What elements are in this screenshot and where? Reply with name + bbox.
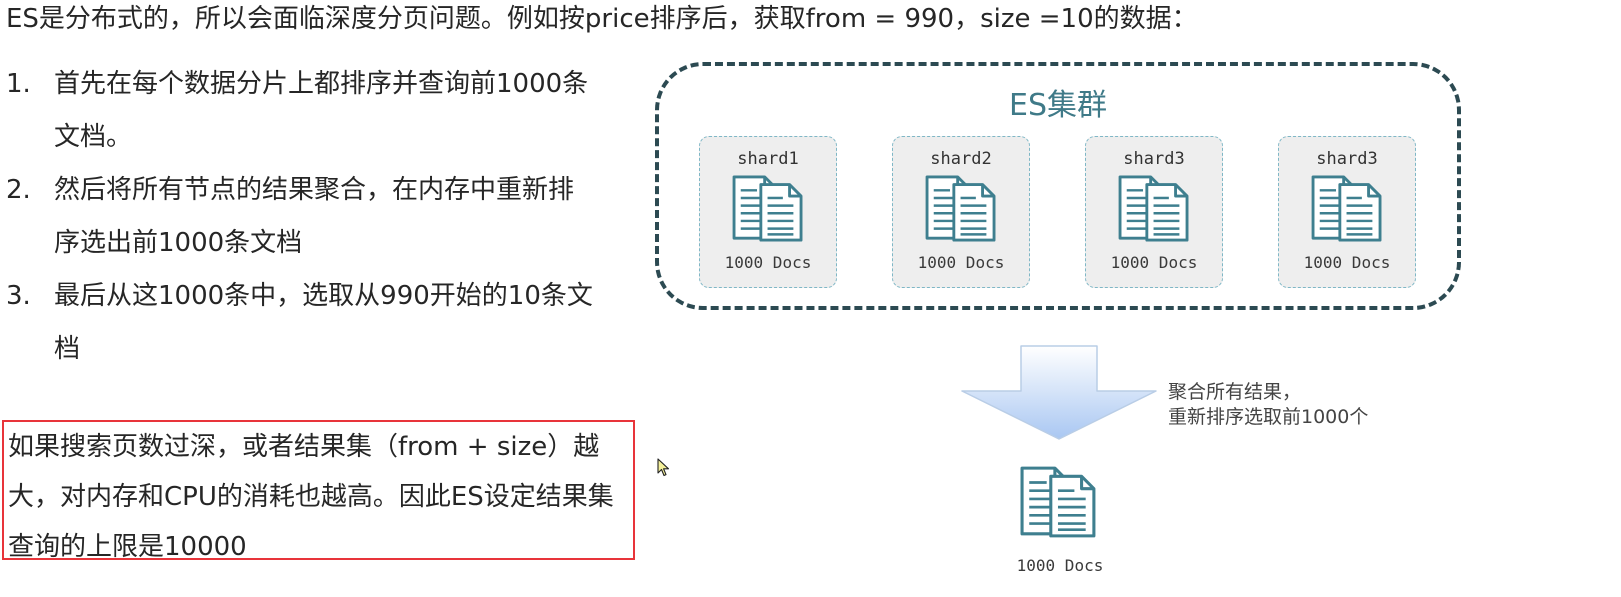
shard-card: shard3 1000 Docs [1278,136,1416,288]
shard-doc-count: 1000 Docs [724,253,812,272]
shard-name: shard3 [1123,149,1185,169]
documents-icon [1118,175,1191,242]
shard-card: shard1 1000 Docs [699,136,837,288]
shard-doc-count: 1000 Docs [1110,253,1198,272]
documents-icon [1020,466,1098,538]
shard-name: shard3 [1316,149,1378,169]
shard-name: shard1 [737,149,799,169]
step-item-2: 2. 然后将所有节点的结果聚合，在内存中重新排序选出前1000条文档 [6,164,616,270]
step-number: 1. [6,69,31,99]
step-text: 最后从这1000条中，选取从990开始的10条文档 [54,281,593,364]
es-cluster: ES集群 shard1 1000 Docs shard2 1000 Docs s… [655,62,1461,310]
shard-name: shard2 [930,149,992,169]
documents-icon [732,175,805,242]
step-item-1: 1. 首先在每个数据分片上都排序并查询前1000条文档。 [6,58,616,164]
merge-caption-line2: 重新排序选取前1000个 [1168,406,1369,428]
mouse-cursor-icon [657,458,670,477]
merge-caption: 聚合所有结果， 重新排序选取前1000个 [1168,380,1368,430]
merge-caption-line1: 聚合所有结果， [1168,381,1302,403]
documents-icon [925,175,998,242]
step-text: 然后将所有节点的结果聚合，在内存中重新排序选出前1000条文档 [54,175,575,258]
step-item-3: 3. 最后从这1000条中，选取从990开始的10条文档 [6,270,616,376]
step-number: 3. [6,281,31,311]
documents-icon [1311,175,1384,242]
shard-card: shard2 1000 Docs [892,136,1030,288]
shard-doc-count: 1000 Docs [1303,253,1391,272]
step-number: 2. [6,175,31,205]
step-text: 首先在每个数据分片上都排序并查询前1000条文档。 [54,69,589,152]
limit-note-box: 如果搜索页数过深，或者结果集（from + size）越大，对内存和CPU的消耗… [2,420,635,562]
page-heading: ES是分布式的，所以会面临深度分页问题。例如按price排序后，获取from =… [6,4,1198,34]
result-doc-count: 1000 Docs [1016,556,1104,575]
shard-card: shard3 1000 Docs [1085,136,1223,288]
down-arrow-icon [961,345,1157,440]
limit-note-text: 如果搜索页数过深，或者结果集（from + size）越大，对内存和CPU的消耗… [8,432,614,562]
steps-list: 1. 首先在每个数据分片上都排序并查询前1000条文档。 2. 然后将所有节点的… [6,58,616,376]
shard-doc-count: 1000 Docs [917,253,1005,272]
cluster-title: ES集群 [1009,88,1107,123]
